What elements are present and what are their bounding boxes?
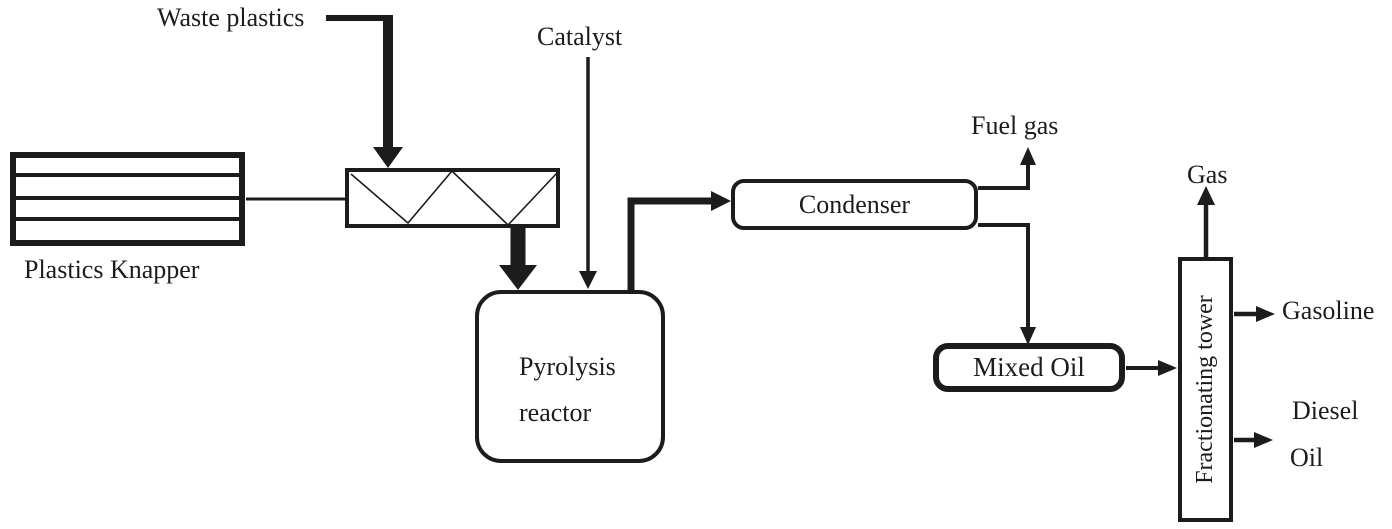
condenser-label: Condenser <box>798 189 911 219</box>
diesel-oil-label-line2: Oil <box>1290 443 1324 472</box>
mixed-oil-label: Mixed Oil <box>973 352 1085 382</box>
knapper-shelf-line <box>16 196 239 200</box>
gasoline-label: Gasoline <box>1282 296 1375 325</box>
mixed-oil-to-tower-arrow <box>1126 360 1177 376</box>
pyrolysis-reactor-box: Pyrolysis reactor <box>475 290 665 463</box>
waste-plastics-label: Waste plastics <box>157 3 305 32</box>
pyrolysis-reactor-label-line2: reactor <box>519 398 592 427</box>
feeder-to-reactor-arrow <box>499 228 537 290</box>
fractionating-tower-box: Fractionating tower <box>1178 257 1233 522</box>
pyrolysis-reactor-label-line1: Pyrolysis <box>519 352 616 381</box>
screw-feeder-box <box>345 168 560 228</box>
waste-plastics-feed-arrow <box>326 15 403 168</box>
fuel-gas-label: Fuel gas <box>971 111 1059 140</box>
reactor-to-condenser-arrow <box>627 191 731 292</box>
tower-to-diesel-arrow <box>1234 432 1273 448</box>
tower-to-gasoline-arrow <box>1234 306 1275 322</box>
mixed-oil-box: Mixed Oil <box>933 343 1125 392</box>
diesel-oil-label-line1: Diesel <box>1292 396 1359 425</box>
condenser-box: Condenser <box>731 179 978 230</box>
tower-to-gas-arrow <box>1197 186 1215 258</box>
condenser-to-mixed-oil-arrow <box>978 223 1036 345</box>
gas-label: Gas <box>1187 160 1228 189</box>
plastics-knapper-label: Plastics Knapper <box>24 255 200 284</box>
knapper-shelf-line <box>16 217 239 221</box>
plastics-knapper-box <box>10 152 245 246</box>
condenser-to-fuel-gas-arrow <box>978 147 1036 190</box>
knapper-shelf-line <box>16 173 239 177</box>
catalyst-feed-arrow <box>579 57 597 289</box>
catalyst-label: Catalyst <box>537 22 623 51</box>
fractionating-tower-label: Fractionating tower <box>1192 295 1218 484</box>
